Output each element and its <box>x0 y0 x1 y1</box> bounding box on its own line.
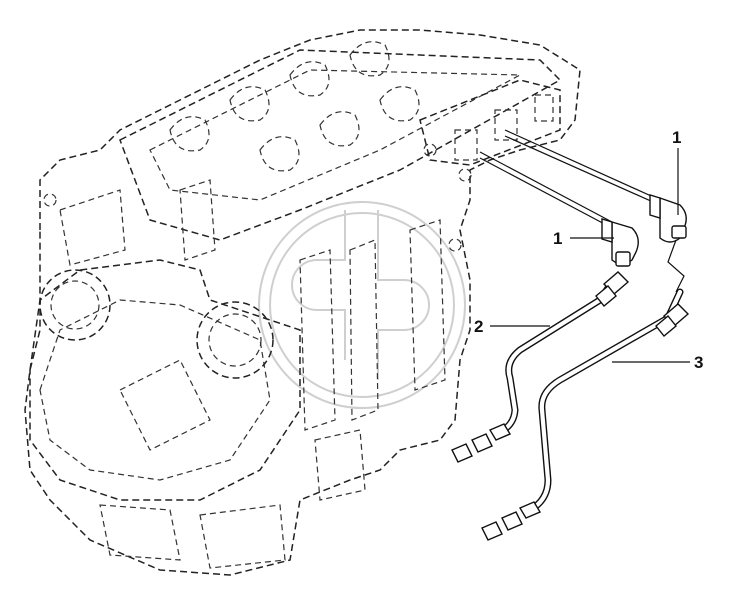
banjo-fitting-mid <box>601 218 639 267</box>
fuel-pipe-3 <box>481 288 690 541</box>
fuel-pipe-2 <box>451 271 630 463</box>
leader-lines <box>490 148 690 363</box>
callout-2: 2 <box>474 317 483 336</box>
banjo-fitting-top <box>649 194 687 293</box>
watermark-logo <box>258 201 466 409</box>
return-line <box>479 129 663 229</box>
engine-block-outline <box>24 29 581 576</box>
callout-3: 3 <box>694 353 703 372</box>
callout-1-mid: 1 <box>553 229 562 248</box>
callout-1-top: 1 <box>672 128 681 147</box>
